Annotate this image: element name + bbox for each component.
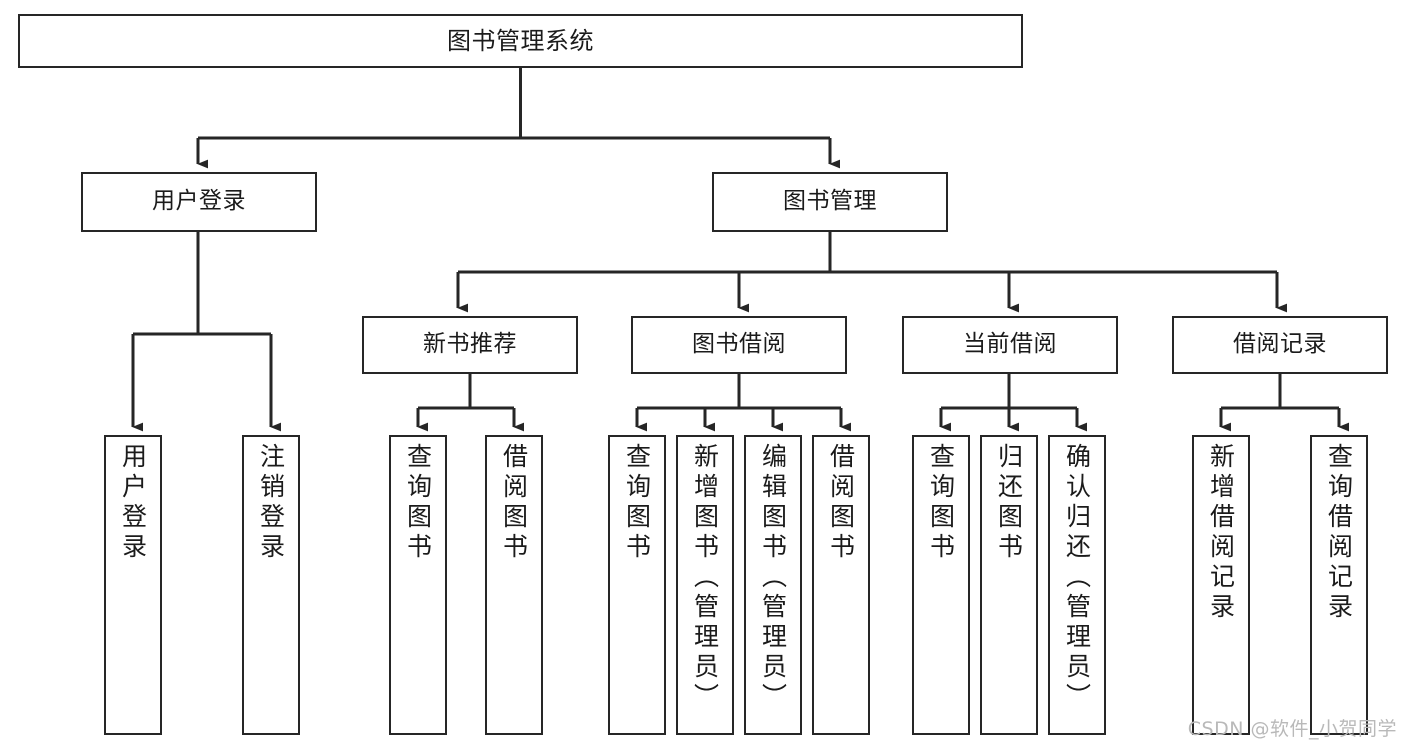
leaf-book-borrow-add-book-admin[interactable]: 新增图书（管理员） <box>676 435 734 735</box>
leaf-user-login[interactable]: 用户登录 <box>104 435 162 735</box>
node-book-borrow[interactable]: 图书借阅 <box>631 316 847 374</box>
node-label: 借阅记录 <box>1233 331 1327 358</box>
leaf-book-borrow-edit-book-admin[interactable]: 编辑图书（管理员） <box>744 435 802 735</box>
leaf-borrow-record-add-record[interactable]: 新增借阅记录 <box>1192 435 1250 735</box>
node-label: 注销登录 <box>256 443 286 563</box>
node-label: 查询图书 <box>403 443 433 563</box>
node-label: 图书管理系统 <box>447 26 594 55</box>
node-borrow-record[interactable]: 借阅记录 <box>1172 316 1388 374</box>
leaf-book-borrow-query-book[interactable]: 查询图书 <box>608 435 666 735</box>
node-label: 归还图书 <box>994 443 1024 563</box>
node-label: 用户登录 <box>118 443 148 563</box>
node-label: 查询借阅记录 <box>1324 443 1354 623</box>
node-label: 图书管理 <box>783 188 877 215</box>
leaf-new-book-query-book[interactable]: 查询图书 <box>389 435 447 735</box>
node-label: 新增图书（管理员） <box>690 443 720 713</box>
node-label: 编辑图书（管理员） <box>758 443 788 713</box>
node-book-management[interactable]: 图书管理 <box>712 172 948 232</box>
leaf-new-book-borrow-book[interactable]: 借阅图书 <box>485 435 543 735</box>
node-current-borrow[interactable]: 当前借阅 <box>902 316 1118 374</box>
node-label: 借阅图书 <box>499 443 529 563</box>
node-label: 查询图书 <box>926 443 956 563</box>
node-label: 确认归还（管理员） <box>1062 443 1092 713</box>
node-label: 查询图书 <box>622 443 652 563</box>
leaf-current-borrow-confirm-return-admin[interactable]: 确认归还（管理员） <box>1048 435 1106 735</box>
node-label: 新增借阅记录 <box>1206 443 1236 623</box>
leaf-current-borrow-return-book[interactable]: 归还图书 <box>980 435 1038 735</box>
leaf-book-borrow-borrow-book[interactable]: 借阅图书 <box>812 435 870 735</box>
node-label: 图书借阅 <box>692 331 786 358</box>
node-label: 借阅图书 <box>826 443 856 563</box>
leaf-logout-login[interactable]: 注销登录 <box>242 435 300 735</box>
node-label: 新书推荐 <box>423 331 517 358</box>
leaf-current-borrow-query-book[interactable]: 查询图书 <box>912 435 970 735</box>
node-new-book-recommend[interactable]: 新书推荐 <box>362 316 578 374</box>
node-root-book-management-system[interactable]: 图书管理系统 <box>18 14 1023 68</box>
node-label: 当前借阅 <box>963 331 1057 358</box>
node-label: 用户登录 <box>152 188 246 215</box>
node-user-login[interactable]: 用户登录 <box>81 172 317 232</box>
watermark: CSDN @软件_小贺同学 <box>1187 718 1397 740</box>
leaf-borrow-record-query-record[interactable]: 查询借阅记录 <box>1310 435 1368 735</box>
